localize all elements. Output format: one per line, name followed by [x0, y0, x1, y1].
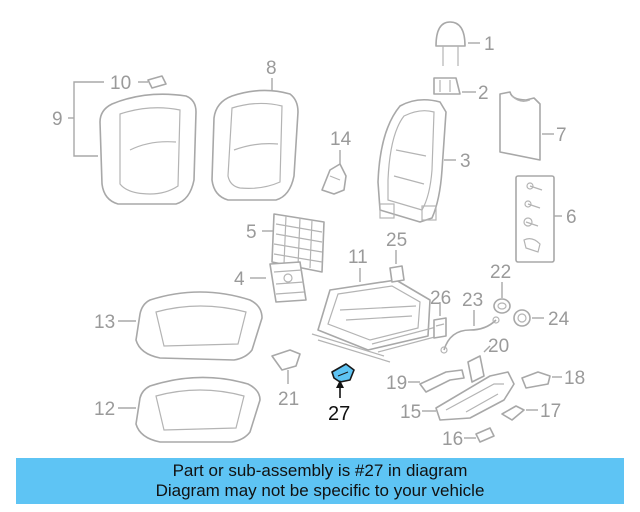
callout-24: 24 — [548, 309, 570, 330]
callout-2: 2 — [478, 83, 489, 104]
callout-18: 18 — [564, 368, 585, 389]
part-7-back-panel[interactable] — [499, 91, 541, 161]
callout-5: 5 — [246, 222, 257, 243]
part-10-clip[interactable] — [147, 75, 167, 89]
part-27-highlighted[interactable] — [331, 363, 355, 383]
callout-25: 25 — [386, 230, 407, 251]
callout-21: 21 — [278, 389, 299, 410]
part-14-bracket[interactable] — [321, 163, 347, 195]
part-17-button[interactable] — [501, 405, 525, 421]
callout-10: 10 — [110, 73, 131, 94]
banner-line-2: Diagram may not be specific to your vehi… — [155, 481, 485, 500]
callout-13: 13 — [94, 312, 115, 333]
part-6-hardware-kit[interactable] — [515, 175, 555, 263]
part-1-headrest[interactable] — [435, 21, 466, 66]
part-13-cushion-pad[interactable] — [135, 291, 263, 361]
banner-line-1: Part or sub-assembly is #27 in diagram — [172, 461, 468, 480]
part-8-seat-back-pad[interactable] — [211, 89, 299, 201]
part-22-cap[interactable] — [493, 298, 511, 314]
part-11-seat-frame[interactable] — [311, 279, 447, 363]
callout-1: 1 — [484, 34, 495, 55]
callout-6: 6 — [566, 207, 577, 228]
callout-20: 20 — [488, 336, 509, 357]
part-12-cushion-cover[interactable] — [135, 376, 261, 443]
callout-9: 9 — [52, 109, 63, 130]
part-25-clip[interactable] — [389, 265, 405, 283]
part-5-lumbar-mat[interactable] — [271, 213, 325, 273]
part-24-knob[interactable] — [513, 309, 531, 327]
part-19-lever[interactable] — [419, 369, 465, 393]
callout-3: 3 — [460, 151, 471, 172]
callout-19: 19 — [386, 373, 407, 394]
part-26-bracket[interactable] — [433, 317, 447, 339]
part-4-lumbar-support[interactable] — [269, 261, 307, 303]
part-2-headrest-guide[interactable] — [433, 77, 461, 95]
part-16-button[interactable] — [475, 427, 495, 443]
callout-12: 12 — [94, 399, 115, 420]
part-23-cable[interactable] — [440, 316, 500, 354]
callout-27: 27 — [328, 403, 350, 425]
callout-26: 26 — [430, 288, 451, 309]
callout-7: 7 — [556, 125, 567, 146]
callout-17: 17 — [540, 401, 561, 422]
callout-8: 8 — [266, 58, 277, 79]
callout-16: 16 — [442, 429, 463, 450]
part-18-cover[interactable] — [521, 371, 551, 389]
part-21-trim[interactable] — [271, 349, 301, 371]
callout-15: 15 — [400, 402, 421, 423]
info-banner: Part or sub-assembly is #27 in diagram D… — [16, 458, 624, 504]
callout-22: 22 — [490, 262, 511, 283]
part-9-seat-back-cover[interactable] — [99, 93, 197, 205]
callout-11: 11 — [348, 247, 368, 268]
callout-4: 4 — [234, 269, 245, 290]
callout-23: 23 — [462, 290, 483, 311]
part-20-adjuster[interactable] — [467, 355, 485, 383]
part-15-side-shield[interactable] — [435, 371, 515, 421]
part-3-seat-back-frame[interactable] — [377, 98, 447, 223]
callout-14: 14 — [330, 129, 352, 150]
